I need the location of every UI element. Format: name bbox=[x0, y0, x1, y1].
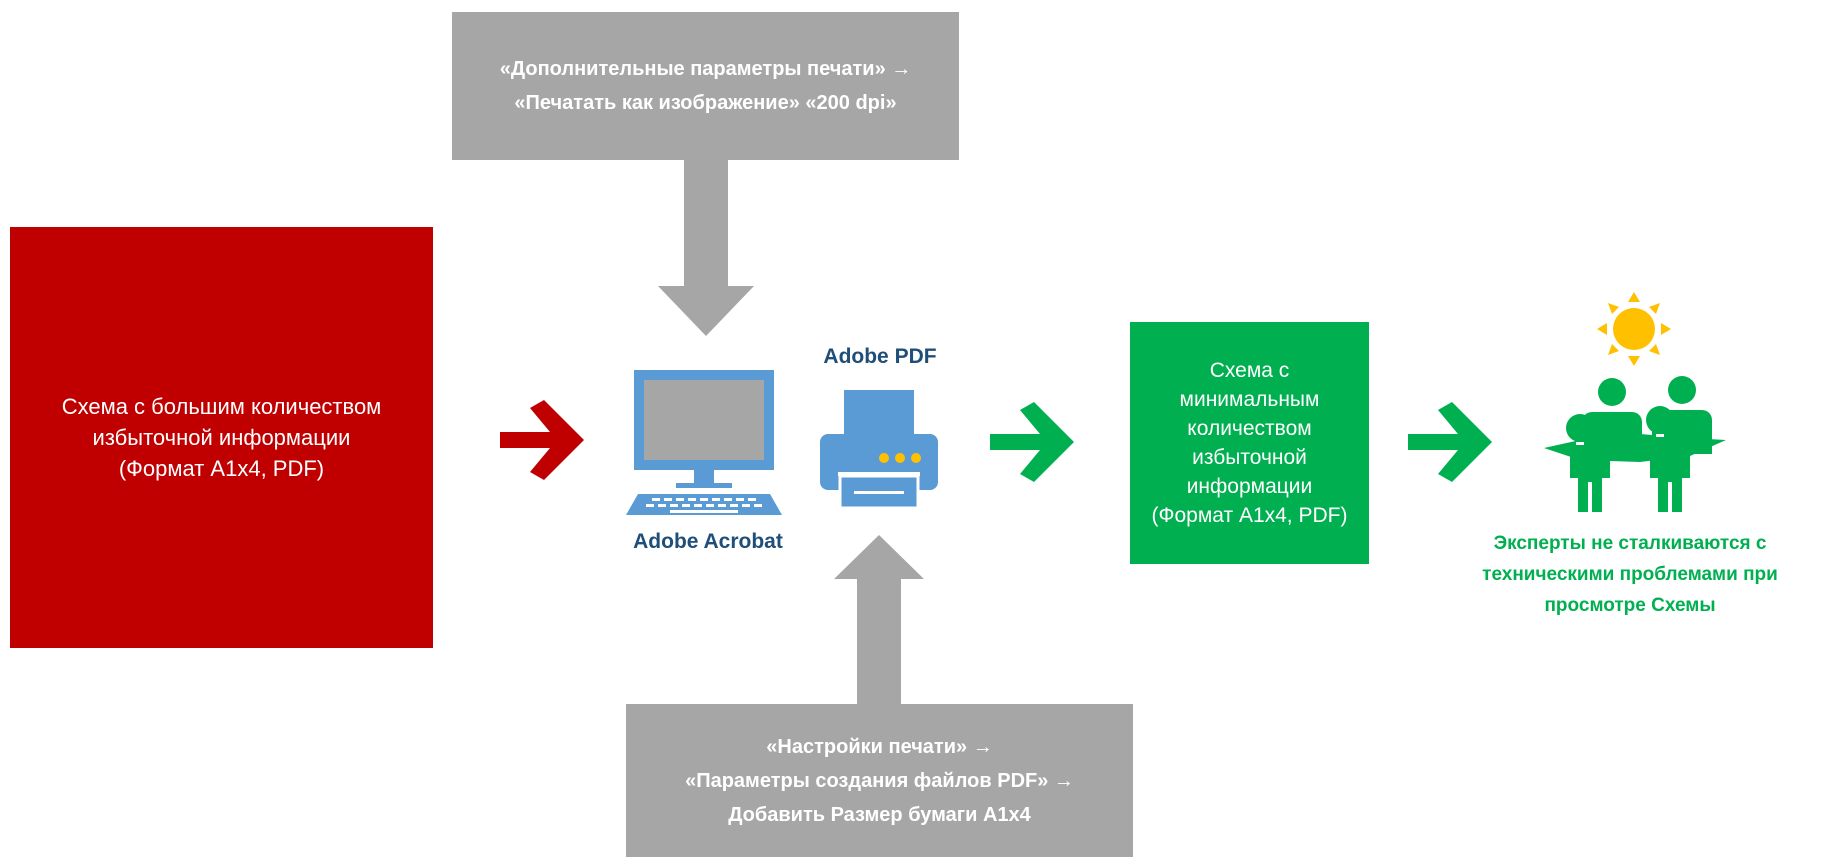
result-box-line: информации bbox=[1186, 475, 1313, 498]
experts-caption-line: техническими проблемами при bbox=[1482, 564, 1778, 585]
printer-label: Adobe PDF bbox=[823, 345, 937, 368]
result-box-line: количеством bbox=[1187, 417, 1312, 440]
result-box-line: Схема с bbox=[1209, 359, 1290, 382]
source-box: Схема с большим количеством избыточной и… bbox=[10, 227, 433, 648]
top-settings-box: «Дополнительные параметры печати» → «Печ… bbox=[452, 12, 959, 160]
result-box-line: избыточной bbox=[1192, 446, 1307, 469]
top-settings-line: «Дополнительные параметры печати» → bbox=[499, 58, 912, 80]
printer-icon bbox=[820, 390, 938, 510]
computer-icon bbox=[626, 370, 782, 515]
source-box-line: (Формат А1х4, PDF) bbox=[118, 456, 325, 481]
top-settings-line: «Печатать как изображение» «200 dpi» bbox=[514, 92, 897, 114]
up-arrow-icon bbox=[834, 535, 924, 704]
red-arrow-icon bbox=[500, 400, 584, 480]
result-box: Схема с минимальным количеством избыточн… bbox=[1130, 322, 1369, 564]
result-box-line: (Формат А1х4, PDF) bbox=[1151, 504, 1348, 527]
people-icon bbox=[1544, 376, 1726, 512]
experts-caption-line: просмотре Схемы bbox=[1544, 595, 1716, 616]
green-arrow-icon bbox=[990, 402, 1074, 482]
source-box-line: Схема с большим количеством bbox=[61, 394, 382, 419]
bottom-settings-line: «Параметры создания файлов PDF» → bbox=[685, 769, 1074, 792]
bottom-settings-line: Добавить Размер бумаги А1х4 bbox=[728, 803, 1031, 826]
sun-icon bbox=[1597, 292, 1671, 366]
green-arrow-icon bbox=[1408, 402, 1492, 482]
computer-label: Adobe Acrobat bbox=[633, 530, 783, 553]
bottom-settings-line: «Настройки печати» → bbox=[766, 735, 993, 758]
down-arrow-icon bbox=[658, 160, 754, 336]
experts-caption-line: Эксперты не сталкиваются с bbox=[1493, 533, 1767, 554]
bottom-settings-box: «Настройки печати» → «Параметры создания… bbox=[626, 704, 1133, 857]
result-box-line: минимальным bbox=[1179, 388, 1320, 411]
experts-caption: Эксперты не сталкиваются с техническими … bbox=[1440, 528, 1820, 621]
source-box-line: избыточной информации bbox=[92, 425, 351, 450]
